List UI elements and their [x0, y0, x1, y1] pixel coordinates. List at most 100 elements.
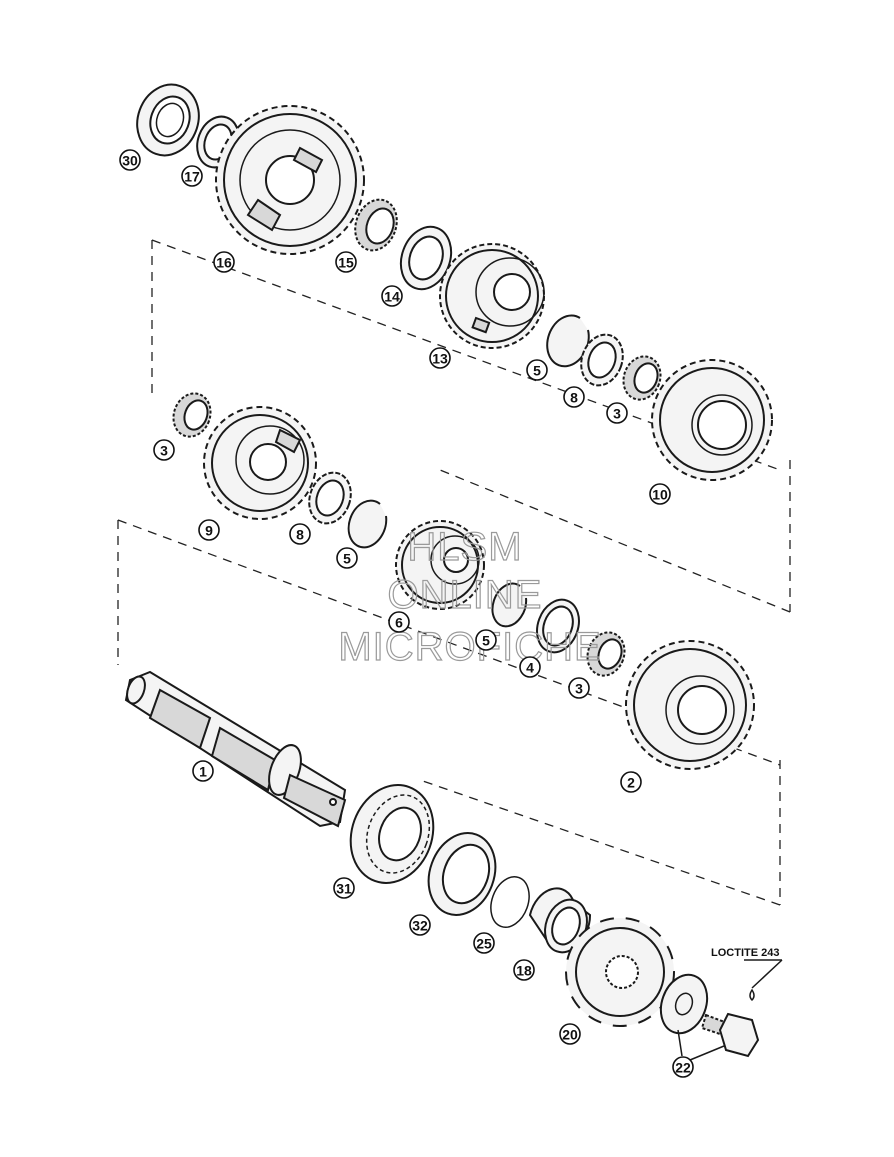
assembly-guide-lines — [117, 239, 791, 906]
callout-circle — [519, 656, 541, 678]
watermark: HLSM ONLINE MICROFICHE — [338, 524, 602, 669]
callout-circle — [333, 877, 355, 899]
part-9-gear — [203, 406, 317, 520]
callout-circle — [606, 402, 628, 424]
callout-label: 3 — [575, 681, 583, 697]
part-16-gear — [215, 105, 365, 255]
part-22-bolt — [700, 1012, 760, 1058]
part-10-gear — [651, 359, 773, 481]
callout-3: 3 — [606, 402, 628, 424]
callout-label: 3 — [160, 443, 168, 459]
callout-label: 8 — [570, 390, 578, 406]
part-5-circlip-low — [491, 582, 528, 628]
callout-circle — [649, 483, 671, 505]
callout-circle — [429, 347, 451, 369]
callout-9: 9 — [198, 519, 220, 541]
callout-circle — [153, 439, 175, 461]
loctite-label: LOCTITE 243 — [711, 947, 779, 959]
callout-1: 1 — [192, 760, 214, 782]
callout-circle — [192, 760, 214, 782]
callout-18: 18 — [513, 959, 535, 981]
callout-label: 20 — [562, 1027, 578, 1043]
callout-label: 5 — [343, 551, 351, 567]
callout-label: 31 — [336, 881, 352, 897]
callout-label: 25 — [476, 936, 492, 952]
part-14-washer — [399, 225, 453, 291]
callout-label: 32 — [412, 918, 428, 934]
callout-label: 18 — [516, 963, 532, 979]
part-30-bearing — [136, 83, 200, 157]
callout-label: 8 — [296, 527, 304, 543]
callout-label: 6 — [395, 615, 403, 631]
part-8-splined-washer-mid — [308, 471, 352, 525]
callout-circle — [563, 386, 585, 408]
part-31-bearing — [349, 784, 435, 884]
callout-label: 13 — [432, 351, 448, 367]
callout-circle — [559, 1023, 581, 1045]
callout-label: 2 — [627, 775, 635, 791]
part-3-needle-bearing-top — [622, 355, 662, 401]
callout-circle — [475, 629, 497, 651]
callout-5: 5 — [336, 547, 358, 569]
callout-8: 8 — [289, 523, 311, 545]
part-18-spacer — [528, 887, 592, 954]
callout-32: 32 — [409, 914, 431, 936]
callout-label: 4 — [526, 660, 534, 676]
callout-8: 8 — [563, 386, 585, 408]
callout-25: 25 — [473, 932, 495, 954]
part-32-seal — [427, 832, 497, 916]
callout-label: 10 — [652, 487, 668, 503]
callout-circle — [409, 914, 431, 936]
callout-circle — [336, 547, 358, 569]
callout-circle — [381, 285, 403, 307]
callout-circle — [513, 959, 535, 981]
callout-22: 22 — [672, 1056, 694, 1078]
callout-20: 20 — [559, 1023, 581, 1045]
part-3-needle-bearing-left — [172, 392, 212, 438]
callout-label: 1 — [199, 764, 207, 780]
callout-circle — [388, 611, 410, 633]
callout-5: 5 — [475, 629, 497, 651]
callout-circle — [473, 932, 495, 954]
callout-circle — [526, 359, 548, 381]
callout-circle — [198, 519, 220, 541]
callout-6: 6 — [388, 611, 410, 633]
callout-17: 17 — [181, 165, 203, 187]
part-1-shaft — [124, 670, 347, 828]
part-5-circlip-mid — [347, 499, 388, 549]
callout-label: 22 — [675, 1060, 691, 1076]
callout-label: 14 — [384, 289, 400, 305]
callout-16: 16 — [213, 251, 235, 273]
callout-14: 14 — [381, 285, 403, 307]
watermark-line-1: HLSM — [407, 525, 522, 569]
part-2-gear — [625, 640, 755, 770]
part-22-washer — [659, 973, 709, 1035]
callout-circle — [181, 165, 203, 187]
callout-label: 5 — [533, 363, 541, 379]
loctite-indicator: LOCTITE 243 — [711, 947, 783, 1002]
callout-circle — [119, 149, 141, 171]
callout-circle — [568, 677, 590, 699]
callout-30: 30 — [119, 149, 141, 171]
callout-circle — [213, 251, 235, 273]
callout-label: 9 — [205, 523, 213, 539]
callout-circle — [335, 251, 357, 273]
callout-label: 5 — [482, 633, 490, 649]
callout-circle — [289, 523, 311, 545]
callout-2: 2 — [620, 771, 642, 793]
part-4-washer — [536, 598, 580, 654]
callout-circle — [672, 1056, 694, 1078]
callout-circle — [620, 771, 642, 793]
callout-label: 17 — [184, 169, 200, 185]
part-8-splined-washer-top — [580, 333, 624, 387]
callout-15: 15 — [335, 251, 357, 273]
callout-label: 3 — [613, 406, 621, 422]
callout-label: 16 — [216, 255, 232, 271]
callout-3: 3 — [153, 439, 175, 461]
callout-13: 13 — [429, 347, 451, 369]
callout-label: 15 — [338, 255, 354, 271]
watermark-line-2: ONLINE — [388, 573, 543, 617]
part-20-sprocket — [565, 917, 675, 1027]
